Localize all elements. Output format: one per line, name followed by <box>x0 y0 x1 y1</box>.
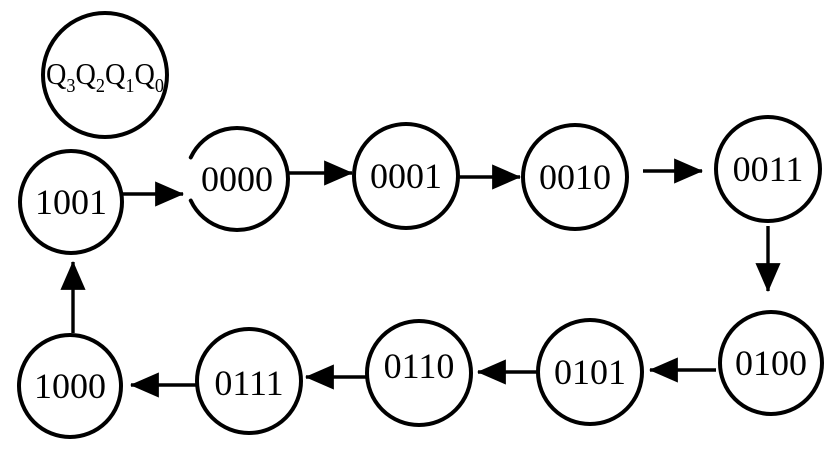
legend-label-subscript: 3 <box>66 75 75 97</box>
legend-label-base: Q <box>135 56 155 91</box>
legend-label-base: Q <box>76 56 96 91</box>
state-circle-0100 <box>718 310 824 416</box>
state-label-0110: 0110 <box>384 346 455 386</box>
state-circle-1001 <box>18 149 124 255</box>
legend-label-subscript: 0 <box>155 75 164 97</box>
state-label-0100: 0100 <box>735 343 807 383</box>
state-circle-0001 <box>352 122 460 230</box>
legend-label: Q3Q2Q1Q0 <box>46 56 164 97</box>
state-circle-0000 <box>188 126 290 232</box>
legend-label-base: Q <box>105 56 125 91</box>
state-label-0111: 0111 <box>214 363 283 403</box>
state-circle-1000 <box>17 333 123 439</box>
state-label-1000: 1000 <box>34 366 106 406</box>
legend-label-subscript: 2 <box>96 75 105 97</box>
legend-label-base: Q <box>46 56 66 91</box>
state-circle-0010 <box>521 123 629 231</box>
legend-label-subscript: 1 <box>125 75 134 97</box>
state-label-1001: 1001 <box>35 182 107 222</box>
state-label-0010: 0010 <box>539 157 611 197</box>
legend-circle <box>41 11 169 139</box>
state-circle-0111 <box>195 327 303 435</box>
state-label-0000: 0000 <box>201 159 273 199</box>
state-circle-0110 <box>365 319 473 427</box>
state-label-0011: 0011 <box>733 149 804 189</box>
state-circle-0011 <box>714 115 822 223</box>
state-label-0101: 0101 <box>554 352 626 392</box>
state-label-0001: 0001 <box>370 156 442 196</box>
state-circle-0101 <box>536 318 644 426</box>
